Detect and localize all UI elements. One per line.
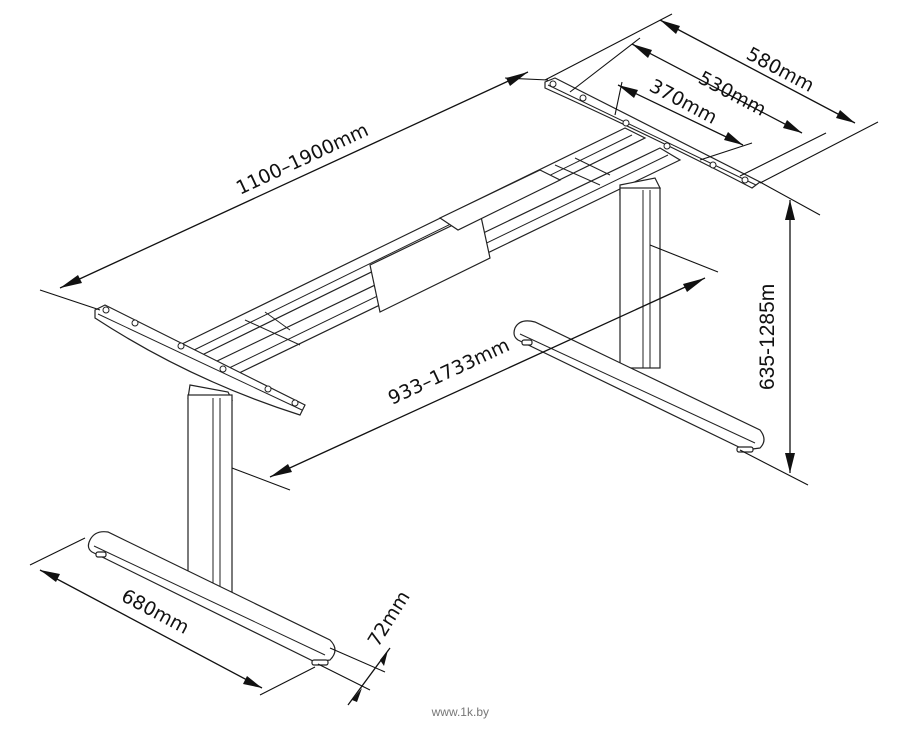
left-leg-column <box>187 384 233 593</box>
frame-beams <box>178 127 682 376</box>
dimension-height: 635-1285m <box>739 181 821 486</box>
label-foot-height: 72mm <box>364 587 415 651</box>
label-frame-width: 1100–1900mm <box>233 119 372 199</box>
label-height: 635-1285m <box>756 284 779 390</box>
left-foot <box>87 531 336 666</box>
right-leg-column <box>619 177 661 369</box>
dimension-frame-width: 1100–1900mm <box>39 71 549 311</box>
left-top-bracket <box>94 304 306 416</box>
watermark: www.1k.by <box>431 705 489 719</box>
right-top-bracket <box>544 77 762 189</box>
label-leg-span: 933–1733mm <box>385 334 513 409</box>
